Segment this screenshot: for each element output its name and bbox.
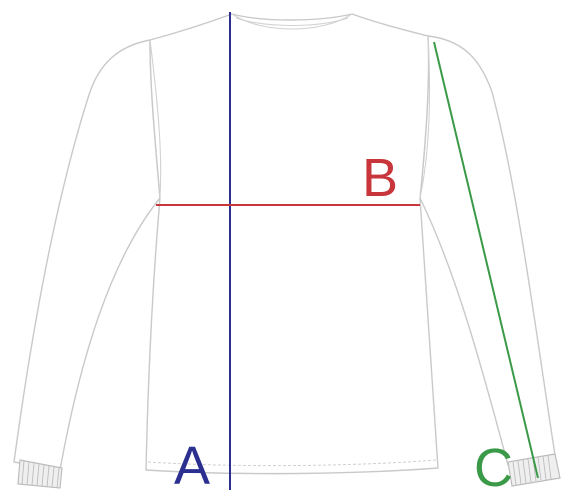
measurement-label-c: C: [474, 438, 513, 495]
right-cuff: [507, 453, 561, 487]
right-shoulder-seam: [419, 35, 431, 199]
long-sleeve-shirt-icon: [13, 13, 561, 489]
shirt-body: [145, 13, 439, 475]
left-cuff: [17, 459, 63, 489]
left-sleeve: [13, 39, 161, 471]
measurement-label-a: A: [174, 436, 210, 495]
right-sleeve: [419, 35, 556, 466]
left-shoulder-seam: [149, 39, 162, 199]
measurement-line-c: [433, 41, 539, 479]
measurement-label-b: B: [362, 148, 398, 208]
collar-edge: [235, 17, 349, 26]
hem-stitch: [147, 459, 437, 467]
